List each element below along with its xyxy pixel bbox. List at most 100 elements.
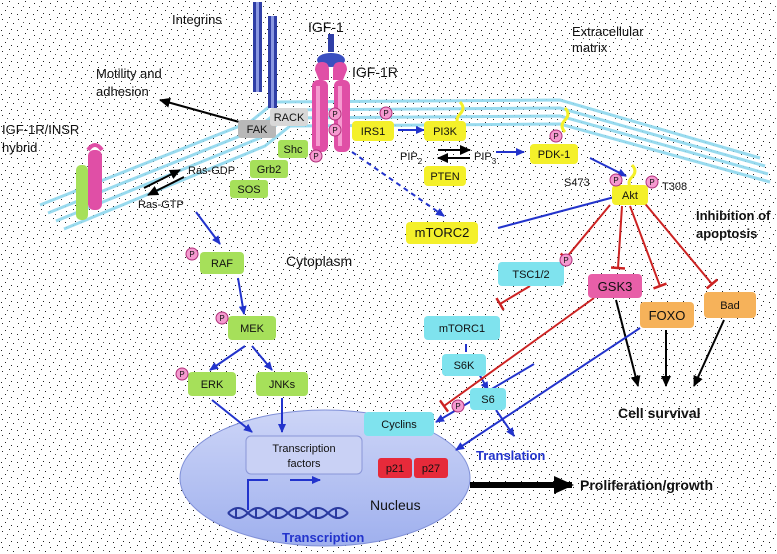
svg-text:IRS1: IRS1 bbox=[361, 126, 385, 138]
arrows bbox=[143, 97, 725, 510]
label-extracellular: Extracellular bbox=[572, 24, 644, 39]
node-s6k: S6K bbox=[442, 354, 486, 376]
node-sos: SOS bbox=[230, 180, 268, 198]
node-irs1: IRS1 bbox=[352, 121, 394, 141]
node-p21: p21 bbox=[378, 458, 412, 478]
svg-text:S6K: S6K bbox=[454, 360, 475, 372]
svg-text:PDK-1: PDK-1 bbox=[538, 149, 570, 161]
svg-text:PTEN: PTEN bbox=[430, 171, 459, 183]
label-hybrid-line1: IGF-1R/INSR bbox=[2, 122, 79, 137]
svg-text:p21: p21 bbox=[386, 463, 404, 475]
pdk1-anchor-icon bbox=[560, 106, 570, 134]
svg-text:SOS: SOS bbox=[237, 184, 260, 196]
svg-text:P: P bbox=[313, 152, 318, 161]
node-mtorc2: mTORC2 bbox=[406, 222, 478, 244]
node-pi3k: PI3K bbox=[424, 121, 466, 141]
node-raf: RAF bbox=[200, 252, 244, 274]
node-bad: Bad bbox=[704, 292, 756, 318]
node-cyclins: Cyclins bbox=[364, 412, 434, 436]
label-transcription: Transcription bbox=[282, 530, 364, 545]
label-s473: S473 bbox=[564, 177, 590, 189]
phosphate-marker: P bbox=[609, 173, 623, 187]
svg-text:MEK: MEK bbox=[240, 323, 265, 335]
svg-text:P: P bbox=[649, 178, 654, 187]
phosphate-marker: P bbox=[328, 123, 342, 137]
phosphate-marker: P bbox=[451, 399, 465, 413]
svg-text:mTORC2: mTORC2 bbox=[415, 225, 470, 240]
label-ras-gdp: Ras-GDP bbox=[188, 165, 235, 177]
node-p27: p27 bbox=[414, 458, 448, 478]
dna-helix-icon bbox=[227, 507, 349, 519]
svg-text:S6: S6 bbox=[481, 394, 494, 406]
label-igf1r: IGF-1R bbox=[352, 64, 398, 80]
hybrid-receptor bbox=[76, 143, 104, 220]
label-inhibition-line1: Inhibition of bbox=[696, 208, 771, 223]
node-akt: Akt bbox=[612, 185, 648, 205]
node-jnks: JNKs bbox=[256, 372, 308, 396]
svg-text:P: P bbox=[613, 176, 618, 185]
node-pten: PTEN bbox=[424, 166, 466, 186]
label-proliferation: Proliferation/growth bbox=[580, 477, 713, 493]
phosphate-marker: P bbox=[549, 129, 563, 143]
label-cell-survival: Cell survival bbox=[618, 405, 701, 421]
node-erk: ERK bbox=[188, 372, 236, 396]
svg-text:mTORC1: mTORC1 bbox=[439, 323, 485, 335]
svg-text:FOXO: FOXO bbox=[649, 308, 686, 323]
phosphate-marker: P bbox=[175, 367, 189, 381]
label-inhibition-line2: apoptosis bbox=[696, 226, 757, 241]
phosphate-markers: P P P P P P P P P P P P bbox=[175, 106, 659, 413]
svg-text:P: P bbox=[455, 402, 460, 411]
label-motility: Motility and bbox=[96, 66, 162, 81]
svg-text:P: P bbox=[332, 126, 337, 135]
svg-text:GSK3: GSK3 bbox=[598, 279, 633, 294]
svg-text:Akt: Akt bbox=[622, 190, 638, 202]
label-translation: Translation bbox=[476, 448, 545, 463]
svg-text:Cyclins: Cyclins bbox=[381, 419, 417, 431]
label-igf1: IGF-1 bbox=[308, 19, 344, 35]
svg-text:P: P bbox=[189, 250, 194, 259]
svg-text:PI3K: PI3K bbox=[433, 126, 458, 138]
svg-text:Grb2: Grb2 bbox=[257, 164, 281, 176]
svg-text:JNKs: JNKs bbox=[269, 379, 296, 391]
svg-text:factors: factors bbox=[287, 458, 321, 470]
node-tsc: TSC1/2 bbox=[498, 262, 564, 286]
svg-text:P: P bbox=[219, 314, 224, 323]
label-pip3: PIP3 bbox=[474, 151, 497, 166]
phosphate-marker: P bbox=[645, 175, 659, 189]
node-rack: RACK bbox=[270, 108, 308, 126]
svg-text:Shc: Shc bbox=[284, 144, 303, 156]
phosphate-marker: P bbox=[215, 311, 229, 325]
label-hybrid-line2: hybrid bbox=[2, 140, 37, 155]
node-mek: MEK bbox=[228, 316, 276, 340]
svg-text:p27: p27 bbox=[422, 463, 440, 475]
label-nucleus: Nucleus bbox=[370, 497, 421, 513]
node-pdk1: PDK-1 bbox=[530, 144, 578, 164]
label-pip2: PIP2 bbox=[400, 151, 423, 166]
svg-text:P: P bbox=[563, 256, 568, 265]
svg-text:RACK: RACK bbox=[274, 112, 305, 124]
label-ras-gtp: Ras-GTP bbox=[138, 199, 184, 211]
node-gsk3: GSK3 bbox=[588, 274, 642, 298]
node-fak: FAK bbox=[238, 120, 276, 138]
svg-text:TSC1/2: TSC1/2 bbox=[512, 269, 549, 281]
svg-text:Transcription: Transcription bbox=[272, 443, 335, 455]
node-foxo: FOXO bbox=[640, 302, 694, 328]
phosphate-marker: P bbox=[328, 107, 342, 121]
integrin-receptor bbox=[253, 2, 277, 108]
phosphate-marker: P bbox=[309, 149, 323, 163]
node-shc: Shc bbox=[278, 140, 308, 158]
svg-text:RAF: RAF bbox=[211, 258, 233, 270]
phosphate-marker: P bbox=[379, 106, 393, 120]
node-s6: S6 bbox=[470, 388, 506, 410]
label-cytoplasm: Cytoplasm bbox=[286, 253, 352, 269]
svg-text:Bad: Bad bbox=[720, 300, 740, 312]
phosphate-marker: P bbox=[185, 247, 199, 261]
node-mtorc1: mTORC1 bbox=[424, 316, 500, 340]
svg-text:ERK: ERK bbox=[201, 379, 224, 391]
svg-text:P: P bbox=[332, 110, 337, 119]
label-t308: T308 bbox=[662, 181, 687, 193]
label-matrix: matrix bbox=[572, 40, 608, 55]
svg-text:FAK: FAK bbox=[247, 124, 268, 136]
